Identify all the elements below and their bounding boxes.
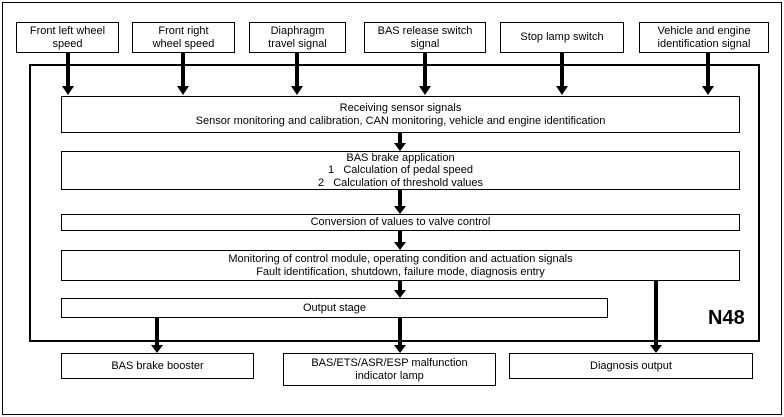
stage-receiving-sensor-signals: Receiving sensor signals Sensor monitori… xyxy=(61,96,740,133)
arrowhead-input-5 xyxy=(556,86,568,95)
arrowhead-booster xyxy=(151,345,163,353)
arrowhead-input-2 xyxy=(177,86,189,95)
output-bas-brake-booster: BAS brake booster xyxy=(61,353,254,379)
arrowhead-output-stage xyxy=(394,290,406,298)
input-diaphragm-travel-signal: Diaphragm travel signal xyxy=(249,22,346,53)
arrowhead-input-1 xyxy=(62,86,74,95)
arrowhead-input-6 xyxy=(702,86,714,95)
input-front-left-wheel-speed: Front left wheel speed xyxy=(16,22,119,53)
arrowhead-input-4 xyxy=(419,86,431,95)
input-front-right-wheel-speed: Front right wheel speed xyxy=(132,22,235,53)
arrowhead-diagnosis xyxy=(650,345,662,353)
stage-output-stage: Output stage xyxy=(61,298,608,318)
arrowhead-conversion xyxy=(394,206,406,214)
control-module-frame xyxy=(29,64,760,342)
input-vehicle-engine-identification: Vehicle and engine identification signal xyxy=(639,22,769,53)
output-diagnosis-output: Diagnosis output xyxy=(509,353,753,379)
input-bas-release-switch-signal: BAS release switch signal xyxy=(364,22,486,53)
output-malfunction-indicator-lamp: BAS/ETS/ASR/ESP malfunction indicator la… xyxy=(283,353,496,386)
stage-monitoring-control-module: Monitoring of control module, operating … xyxy=(61,250,740,281)
arrowhead-input-3 xyxy=(291,86,303,95)
stage-conversion-to-valve-control: Conversion of values to valve control xyxy=(61,214,740,231)
arrowhead-monitoring xyxy=(394,242,406,250)
ecu-label: N48 xyxy=(708,307,745,329)
arrowhead-application xyxy=(394,143,406,151)
arrowhead-lamp xyxy=(394,345,406,353)
stage-bas-brake-application: BAS brake application 1 Calculation of p… xyxy=(61,151,740,190)
input-stop-lamp-switch: Stop lamp switch xyxy=(500,22,624,53)
